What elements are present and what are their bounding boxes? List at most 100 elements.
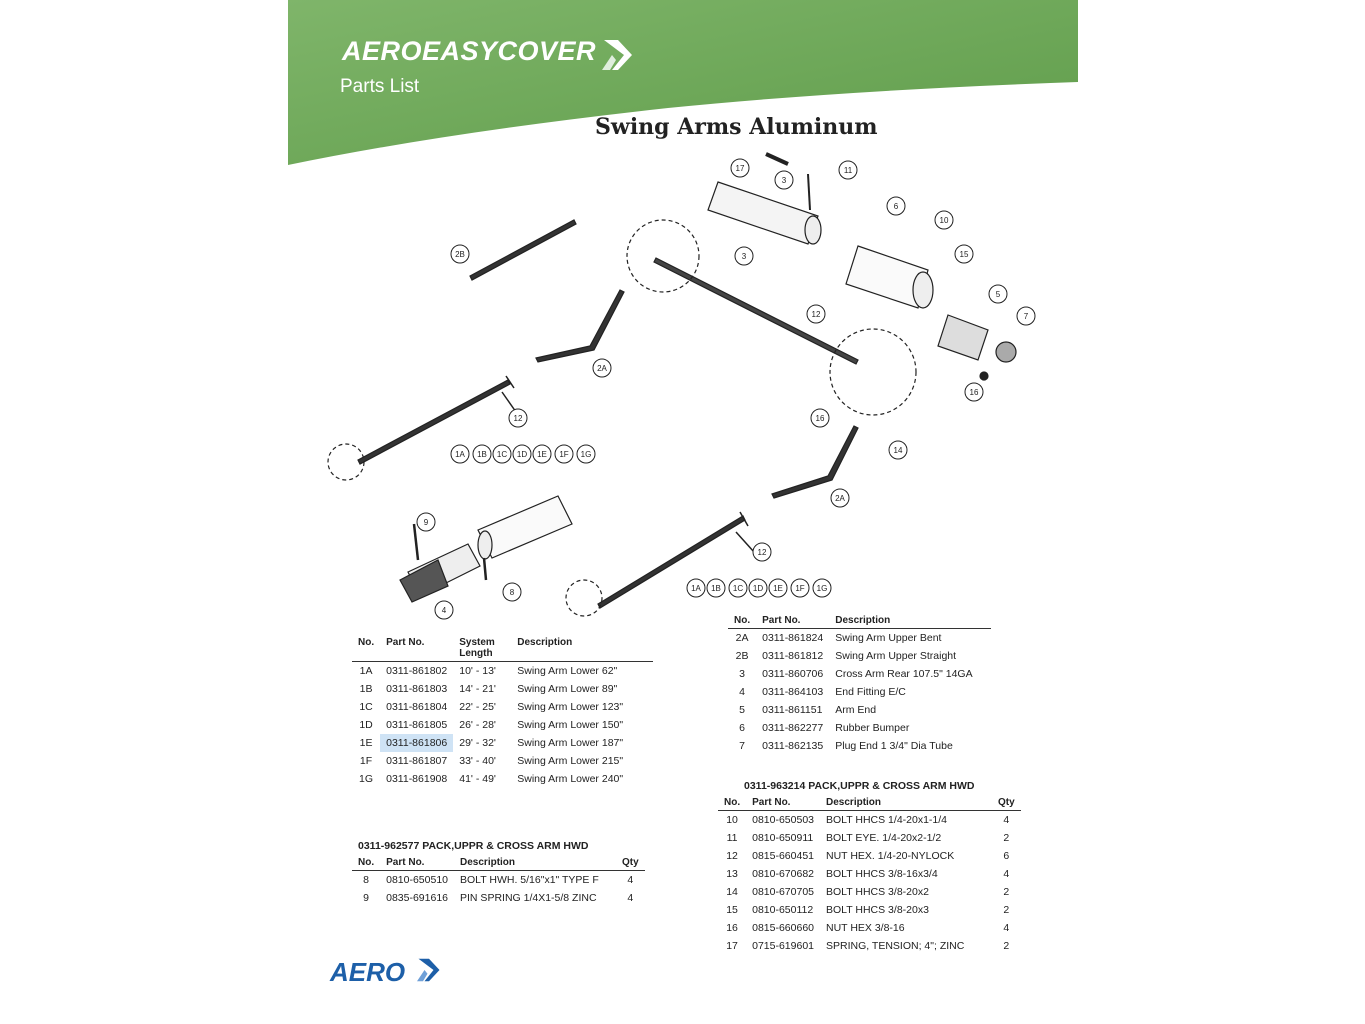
table-cell: PIN SPRING 1/4X1-5/8 ZINC	[460, 892, 597, 904]
table-cell: SPRING, TENSION; 4"; ZINC	[826, 940, 965, 952]
table-cell: 0311-860706	[762, 668, 824, 680]
table-cell: 0311-862277	[762, 722, 824, 734]
table-cell: 0815-660451	[752, 850, 815, 862]
table-cell: 0311-861802	[386, 665, 448, 677]
callout-label: 10	[940, 216, 949, 225]
pack-1-title: 0311-962577 PACK,UPPR & CROSS ARM HWD	[358, 840, 589, 852]
callout-label: 1A	[455, 450, 465, 459]
table-cell: 14' - 21'	[459, 683, 496, 695]
callout-bubble	[752, 542, 772, 562]
swing-arm-upper-straight	[469, 219, 577, 281]
table-cell: 0311-861807	[386, 755, 448, 767]
callout-label: 8	[510, 588, 515, 597]
callout-label: 1B	[477, 450, 487, 459]
callout-bubble	[988, 284, 1008, 304]
table-cell: 2A	[735, 632, 749, 644]
table-cell: 1A	[359, 665, 373, 677]
col-system-length: System Length	[459, 637, 495, 659]
table-cell: 7	[739, 740, 745, 752]
swing-arm-lower-left	[357, 375, 517, 465]
callout-label: 6	[894, 202, 899, 211]
footer-aero-logo: AERO	[330, 955, 444, 988]
table-row: 2A 0311-861824 Swing Arm Upper Bent	[728, 629, 991, 648]
table-cell: 0311-861804	[386, 701, 448, 713]
page-subtitle: Parts List	[340, 76, 420, 97]
callout-label: 1F	[795, 584, 804, 593]
col-qty: Qty	[622, 857, 639, 868]
callout-label: 1F	[559, 450, 568, 459]
table-cell: 0311-861803	[386, 683, 448, 695]
swing-arm-upper-bent-left	[535, 289, 625, 363]
footer-logo-text: AERO	[330, 957, 406, 987]
table-cell: 17	[726, 940, 738, 952]
table-cell: 26' - 28'	[459, 719, 496, 731]
table-cell: 1F	[359, 755, 373, 767]
table-cell: 29' - 32'	[459, 737, 496, 749]
cross-arm-tube-assembly	[707, 152, 1017, 381]
callout-bubble	[492, 444, 512, 464]
table-cell: 5	[739, 704, 745, 716]
table-cell: 2	[1003, 940, 1010, 952]
callout-bubble	[806, 304, 826, 324]
callout-label: 11	[844, 166, 853, 175]
callout-label: 12	[812, 310, 821, 319]
callout-label: 1B	[711, 584, 721, 593]
table-cell: Swing Arm Upper Bent	[835, 632, 942, 644]
callout-bubble	[508, 408, 528, 428]
table-cell: 10	[726, 814, 738, 826]
callout-label: 4	[442, 606, 447, 615]
table-cell: Swing Arm Lower 187"	[517, 737, 624, 749]
header-banner	[288, 0, 1078, 165]
table-cell: 0311-861805	[386, 719, 448, 731]
table-cell: BOLT HHCS 1/4-20x1-1/4	[826, 814, 948, 826]
table-cell: Swing Arm Lower 150"	[517, 719, 624, 731]
col-part-no: Part No.	[386, 637, 425, 648]
table-cell: Cross Arm Rear 107.5" 14GA	[835, 668, 973, 680]
table-cell: 0311-864103	[762, 686, 824, 698]
table-row: 1D 0311-861805 26' - 28' Swing Arm Lower 15…	[352, 716, 653, 734]
callout-bubble	[686, 578, 706, 598]
table-cell: 2B	[735, 650, 749, 662]
table-cell: End Fitting E/C	[835, 686, 906, 698]
table-cell: Swing Arm Lower 62"	[517, 665, 618, 677]
table-cell: 4	[1003, 814, 1010, 826]
pack-2-title: 0311-963214 PACK,UPPR & CROSS ARM HWD	[744, 780, 975, 792]
table-cell: 3	[739, 668, 745, 680]
callout-bubble	[502, 582, 522, 602]
table-cell: Arm End	[835, 704, 877, 716]
callout-bubble	[416, 512, 436, 532]
callout-bubble	[450, 444, 470, 464]
table-cell: 1D	[359, 719, 373, 731]
callout-bubble	[434, 600, 454, 620]
callout-label: 1A	[691, 584, 701, 593]
brand-logo-text: AEROEASYCOVER	[342, 36, 597, 66]
table-cell: 0311-862135	[762, 740, 824, 752]
table-cell: 1C	[359, 701, 373, 713]
callout-bubble	[886, 196, 906, 216]
table-cell: 0311-861151	[762, 704, 823, 716]
table-cell: Swing Arm Lower 240"	[517, 773, 624, 785]
callout-bubble	[1016, 306, 1036, 326]
callout-bubble	[954, 244, 974, 264]
table-cell: 0810-650112	[752, 904, 814, 916]
col-description: Description	[517, 637, 573, 648]
callout-label: 1G	[581, 450, 592, 459]
table-cell: 1E	[359, 737, 373, 749]
callout-label: 7	[1024, 312, 1029, 321]
callout-bubble	[512, 444, 532, 464]
table-cell: 6	[739, 722, 745, 734]
table-cell: 0311-861824	[762, 632, 824, 644]
callout-label: 2A	[835, 494, 845, 503]
table-cell: 15	[726, 904, 738, 916]
chevron-arrow-icon	[602, 40, 632, 70]
